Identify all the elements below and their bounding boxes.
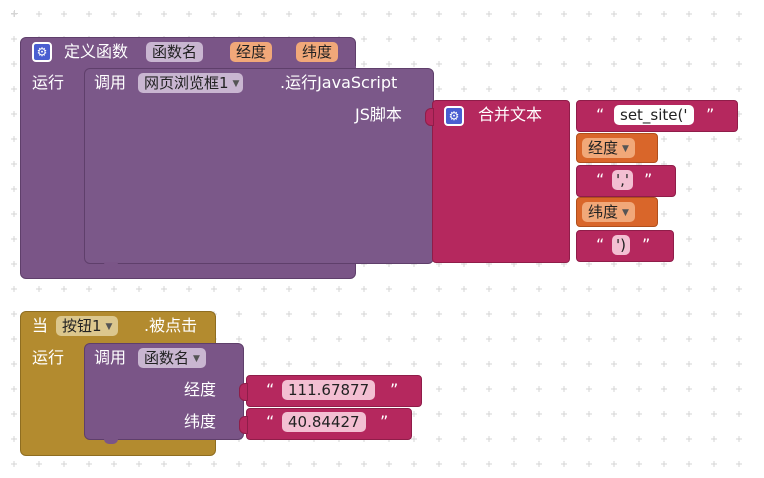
var-name-longitude: 经度 [588,139,619,157]
var-getter-longitude[interactable]: 经度▼ [582,138,635,158]
join-mutator-gear-icon[interactable]: ⚙ [444,106,464,126]
arg-output-tab [239,383,248,401]
event-component-name: 按钮1 [62,317,102,335]
quote-open: “ [596,105,605,124]
procedure-header-label: 定义函数 [64,42,129,61]
procedure-param-longitude[interactable]: 经度 [230,42,273,62]
statement-notch [104,262,118,268]
dropdown-arrow-icon: ▼ [193,353,200,364]
dropdown-arrow-icon: ▼ [105,321,113,332]
dropdown-arrow-icon: ▼ [232,78,240,89]
quote-open: “ [596,235,605,254]
component-dropdown[interactable]: 网页浏览框1▼ [138,73,244,93]
procedure-name-field[interactable]: 函数名 [146,42,204,62]
event-when-label: 当 [32,316,49,335]
quote-close: ” [642,235,651,254]
text-value-0[interactable]: set_site(' [614,105,694,125]
call-label: 调用 [94,73,127,92]
arg-output-tab [239,416,248,434]
var-name-latitude: 纬度 [588,203,619,221]
arg-latitude-label: 纬度 [184,412,217,431]
statement-notch [104,439,118,444]
join-output-tab [425,108,434,126]
call-procedure-label: 调用 [94,348,127,367]
var-getter-latitude[interactable]: 纬度▼ [582,202,635,222]
text-value-2[interactable]: ',' [612,170,634,190]
arg-longitude-value[interactable]: 111.67877 [282,380,376,400]
quote-close: ” [644,170,653,189]
quote-open: “ [266,412,275,431]
quote-open: “ [266,380,275,399]
dropdown-arrow-icon: ▼ [622,207,629,218]
quote-close: ” [390,380,399,399]
procedure-param-latitude[interactable]: 纬度 [296,42,339,62]
mutator-gear-icon[interactable]: ⚙ [32,42,52,62]
quote-close: ” [706,105,715,124]
arg-latitude-value[interactable]: 40.84427 [282,412,366,432]
join-text-block[interactable] [432,100,570,263]
arg-longitude-label: 经度 [184,380,217,399]
quote-close: ” [380,412,389,431]
text-value-4[interactable]: ') [612,235,630,255]
method-label: .运行JavaScript [280,73,398,92]
procedure-name-dropdown[interactable]: 函数名▼ [138,348,206,368]
js-script-label: JS脚本 [355,105,402,124]
event-name-label: .被点击 [144,316,198,335]
procedure-name-value: 函数名 [144,349,190,367]
event-do-label: 运行 [32,348,65,367]
procedure-do-label: 运行 [32,73,65,92]
event-component-dropdown[interactable]: 按钮1▼ [56,316,119,336]
component-name: 网页浏览框1 [144,74,229,92]
quote-open: “ [596,170,605,189]
call-webviewer-runjs-block[interactable] [84,68,434,264]
join-label: 合并文本 [478,105,543,124]
dropdown-arrow-icon: ▼ [622,143,629,154]
